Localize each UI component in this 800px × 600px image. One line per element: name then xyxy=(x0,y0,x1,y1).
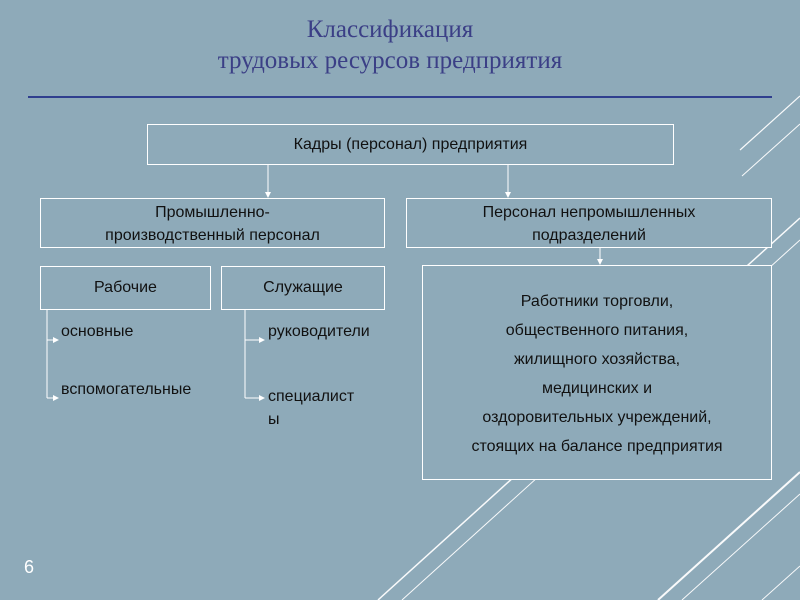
employees-label: Служащие xyxy=(263,279,343,296)
title-line-2: трудовых ресурсов предприятия xyxy=(217,47,563,74)
title-underline xyxy=(28,96,772,98)
staff-line-4: медицинских и xyxy=(541,380,653,397)
root-box: Кадры (персонал) предприятия xyxy=(147,124,674,165)
nonindustrial-staff-box: Работники торговли, общественного питани… xyxy=(422,265,772,480)
workers-box: Рабочие xyxy=(40,266,211,310)
employees-box: Служащие xyxy=(221,266,385,310)
staff-line-2: общественного питания, xyxy=(505,322,689,339)
employees-item-specialists-line-1: специалист xyxy=(268,388,355,405)
staff-line-3: жилищного хозяйства, xyxy=(513,351,681,368)
nonindustrial-label-line-1: Персонал непромышленных xyxy=(482,204,696,221)
root-label: Кадры (персонал) предприятия xyxy=(293,136,528,153)
slide-title: Классификация трудовых ресурсов предприя… xyxy=(100,14,680,76)
staff-line-6: стоящих на балансе предприятия xyxy=(471,438,723,455)
nonindustrial-label-line-2: подразделений xyxy=(532,227,646,244)
staff-line-5: оздоровительных учреждений, xyxy=(482,409,712,426)
workers-item-auxiliary: вспомогательные xyxy=(61,381,192,398)
industrial-personnel-box: Промышленно- производственный персонал xyxy=(40,198,385,248)
employees-item-specialists-line-2: ы xyxy=(268,411,280,428)
workers-label: Рабочие xyxy=(94,279,157,296)
slide-number: 6 xyxy=(24,557,35,577)
nonindustrial-personnel-box: Персонал непромышленных подразделений xyxy=(406,198,772,248)
workers-item-main: основные xyxy=(61,323,134,340)
industrial-label-line-1: Промышленно- xyxy=(155,204,270,221)
title-line-1: Классификация xyxy=(306,16,474,43)
industrial-label-line-2: производственный персонал xyxy=(105,227,320,244)
employees-item-specialists: специалист ы xyxy=(268,385,354,431)
staff-line-1: Работники торговли, xyxy=(520,293,674,310)
employees-item-managers: руководители xyxy=(268,323,370,340)
